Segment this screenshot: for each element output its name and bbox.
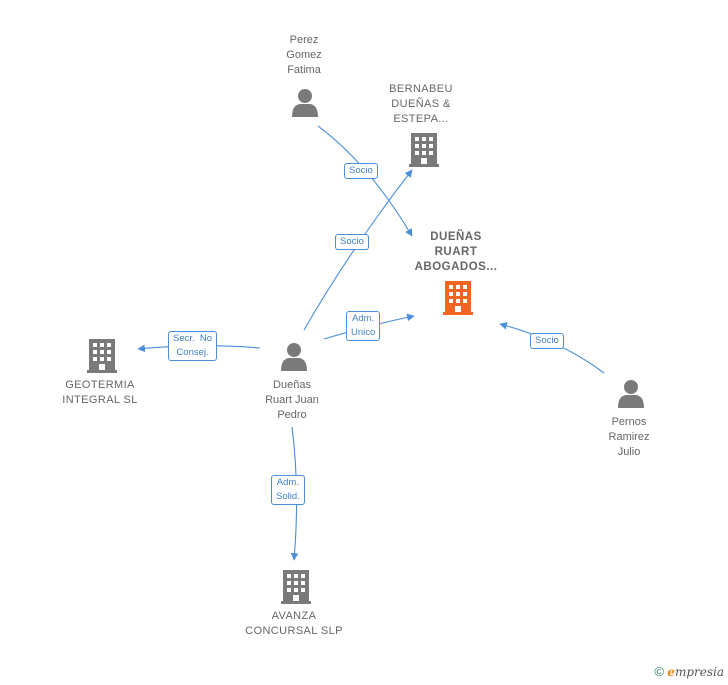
edge-label-juan-bernabeu[interactable]: Socio — [335, 234, 369, 250]
person-icon[interactable] — [618, 380, 644, 408]
edge-label-perez-duenas[interactable]: Socio — [344, 163, 378, 179]
person-icon[interactable] — [281, 343, 307, 371]
building-icon-main[interactable] — [443, 281, 473, 315]
copyright-icon: © — [654, 664, 664, 679]
label-line: Perez — [289, 34, 319, 46]
node-label-geotermia[interactable]: GEOTERMIA INTEGRAL SL — [50, 378, 150, 408]
edge-label-juan-avanza[interactable]: Adm. Solid. — [271, 475, 305, 505]
label-line: Pernos — [611, 416, 647, 428]
label-line: INTEGRAL SL — [62, 394, 138, 406]
node-label-avanza[interactable]: AVANZA CONCURSAL SLP — [234, 609, 354, 639]
node-label-pernos[interactable]: Pernos Ramirez Julio — [589, 415, 669, 460]
edge-perez-duenas — [317, 125, 413, 237]
node-label-perez[interactable]: Perez Gomez Fatima — [264, 33, 344, 78]
empresia-credit[interactable]: © empresia — [654, 664, 724, 679]
label-line: Julio — [617, 446, 641, 458]
label-line: GEOTERMIA — [65, 379, 135, 391]
edge-juan-bernabeu — [303, 169, 413, 331]
label-line: CONCURSAL SLP — [245, 625, 343, 637]
label-line: Gomez — [286, 49, 322, 61]
label-line: ESTEPA... — [393, 113, 449, 125]
edge-label-juan-duenas[interactable]: Adm. Unico — [346, 311, 381, 341]
node-label-duenas-ruart[interactable]: DUEÑAS RUART ABOGADOS... — [401, 230, 511, 275]
person-icon[interactable] — [292, 89, 318, 117]
brand-logo-text: mpresia — [674, 665, 724, 679]
label-line: ABOGADOS... — [414, 261, 498, 273]
label-line: DUEÑAS & — [391, 98, 451, 110]
label-line: Fatima — [287, 64, 321, 76]
label-line: DUEÑAS — [430, 231, 482, 243]
building-icon[interactable] — [87, 339, 117, 373]
node-label-juan-pedro[interactable]: Dueñas Ruart Juan Pedro — [246, 378, 338, 423]
label-line: Ruart Juan — [265, 394, 319, 406]
node-label-bernabeu[interactable]: BERNABEU DUEÑAS & ESTEPA... — [371, 82, 471, 127]
building-icon[interactable] — [281, 570, 311, 604]
edge-label-pernos-duenas[interactable]: Socio — [530, 333, 564, 349]
building-icon[interactable] — [409, 133, 439, 167]
label-line: RUART — [434, 246, 478, 258]
label-line: Ramirez — [608, 431, 650, 443]
label-line: Dueñas — [273, 379, 311, 391]
edge-label-juan-geotermia[interactable]: Secr. No Consej. — [168, 331, 218, 361]
label-line: Pedro — [277, 409, 307, 421]
label-line: AVANZA — [271, 610, 317, 622]
brand-logo-initial: e — [667, 665, 675, 679]
label-line: BERNABEU — [389, 83, 453, 95]
